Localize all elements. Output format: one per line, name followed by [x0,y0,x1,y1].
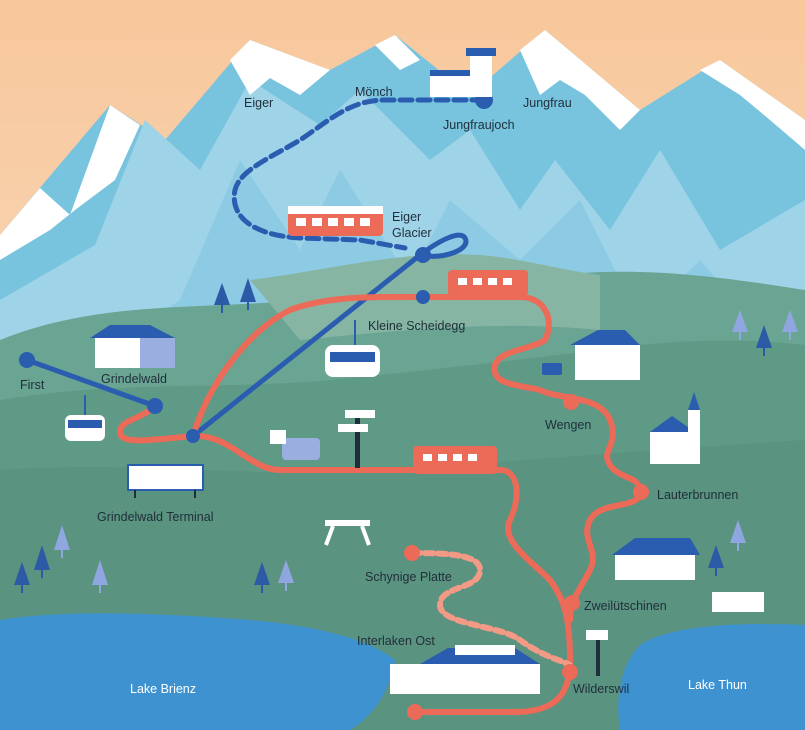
chalet-icon [612,538,700,580]
observatory-icon [430,48,496,97]
jungfrau-railway-dashed [231,97,487,251]
blue-routes [24,97,487,439]
terminal-building-icon [127,464,204,498]
label-jungfrau: Jungfrau [523,96,572,110]
zweiluetschinen-station [564,595,580,611]
lake-brienz [0,613,395,730]
label-eiger-glacier-2: Glacier [392,226,432,240]
schynige-platte-station [404,545,420,561]
label-schynige-platte: Schynige Platte [365,570,452,584]
label-first: First [20,378,45,392]
picnic-table-icon [324,520,371,546]
pine-tree-icon [278,560,294,591]
label-eiger-glacier-1: Eiger [392,210,421,224]
gondola-icon [325,320,380,377]
schynige-platte-railway [409,550,573,668]
pine-tree-icon [14,562,30,593]
lakes [0,613,805,730]
first-cableway [24,357,158,409]
wilderswil-station [562,664,578,680]
pine-trees [14,278,798,593]
signpost-icon [338,410,375,468]
train-icon [448,270,528,296]
pine-tree-icon [254,562,270,593]
pine-tree-icon [732,310,748,340]
chalet-icon [570,330,640,380]
station-building-icon [390,645,540,694]
wengernalp-railway [117,403,573,715]
label-lake-thun: Lake Thun [688,678,747,692]
pine-tree-icon [34,545,50,578]
label-eiger: Eiger [244,96,273,110]
gondola-icon [65,395,105,441]
label-jungfraujoch: Jungfraujoch [443,118,515,132]
chalet-icon [90,325,175,368]
pine-tree-icon [54,525,70,558]
red-routes [117,293,643,715]
label-interlaken-ost: Interlaken Ost [357,634,435,648]
label-wengen: Wengen [545,418,591,432]
grindelwald-station [147,398,163,414]
train-icon [288,206,383,236]
lauterbrunnen-branch [190,293,643,623]
wengen-station [563,394,579,410]
label-grindelwald-terminal: Grindelwald Terminal [97,510,214,524]
church-icon [650,392,700,464]
pine-tree-icon [240,278,256,310]
label-lake-brienz: Lake Brienz [130,682,196,696]
signpost-icon [586,630,608,676]
label-lauterbrunnen: Lauterbrunnen [657,488,738,502]
interlaken-ost-station [407,704,423,720]
eiger-express-cableway [190,232,469,439]
cow-icon [270,430,320,460]
grindelwald-terminal-station [186,429,200,443]
lauterbrunnen-station [633,484,649,500]
cow-icon [542,363,562,375]
pine-tree-icon [214,283,230,313]
label-zweiluetschinen: Zweilütschinen [584,599,667,613]
kleine-scheidegg-station [416,290,430,304]
pine-tree-icon [92,560,108,593]
pine-tree-icon [708,545,724,576]
lake-thun [618,624,805,730]
label-grindelwald: Grindelwald [101,372,167,386]
pine-tree-icon [782,310,798,340]
eiger-glacier-station [415,247,431,263]
pine-tree-icon [730,520,746,551]
label-wilderswil: Wilderswil [573,682,629,696]
pine-tree-icon [756,325,772,356]
first-station [19,352,35,368]
bench-icon [712,592,764,612]
label-kleine-scheidegg: Kleine Scheidegg [368,319,465,333]
train-icon [413,446,497,474]
map-labels: Eiger Mönch Jungfrau Jungfraujoch Eiger … [20,85,747,696]
label-moench: Mönch [355,85,393,99]
